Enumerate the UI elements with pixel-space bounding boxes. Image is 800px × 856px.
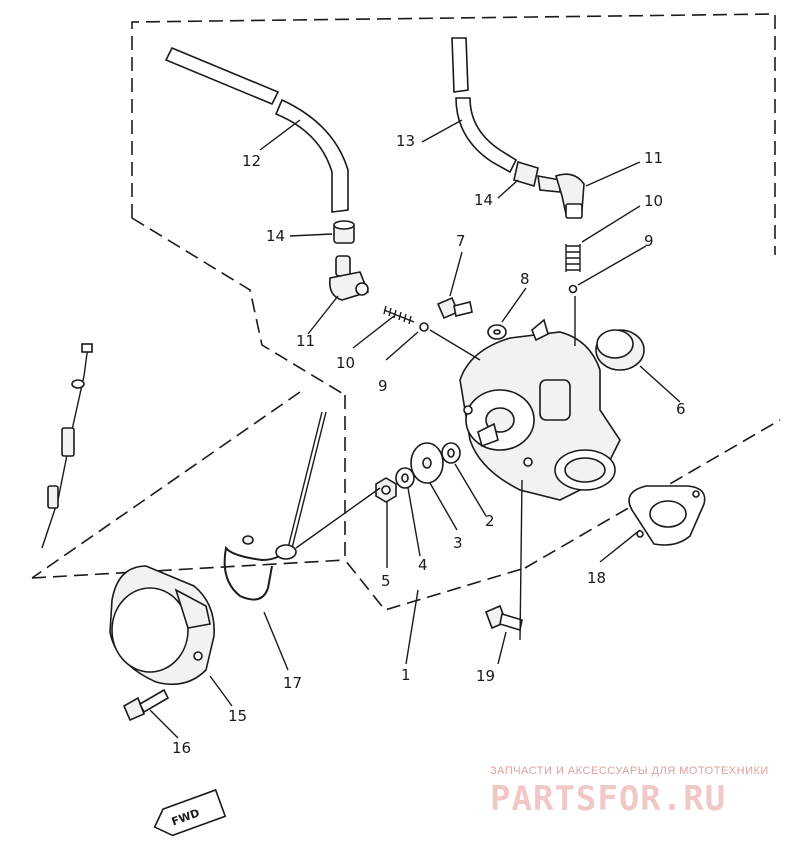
elbow-fitting-11-right [537,173,585,219]
callout-18: 18 [587,569,606,587]
cable-17 [223,411,327,601]
callout-13: 13 [396,132,415,150]
spring-10-left [383,305,415,325]
washer-8 [487,324,507,340]
callout-17: 17 [283,674,302,692]
callout-14-left: 14 [266,227,285,245]
bolt-19 [484,604,523,632]
plate-3 [410,442,444,484]
ball-9-right [568,284,578,294]
callout-12: 12 [242,152,261,170]
callout-6: 6 [676,400,686,418]
cover-15 [109,565,215,686]
callout-19: 19 [476,667,495,685]
bolt-7 [436,296,473,320]
callout-8: 8 [520,270,530,288]
sleeve-14-right [513,160,539,188]
washer-4 [395,467,415,489]
callout-7: 7 [456,232,466,250]
callout-4: 4 [418,556,428,574]
callout-10-left: 10 [336,354,355,372]
watermark: ЗАПЧАСТИ И АКСЕССУАРЫ ДЛЯ МОТОТЕХНИКИ PA… [490,765,769,819]
ball-9-left [419,322,429,332]
callout-15: 15 [228,707,247,725]
callout-9-left: 9 [378,377,388,395]
watermark-logo: PARTSFOR.RU [490,779,726,819]
hose-12 [164,46,349,213]
callout-11-right: 11 [644,149,663,167]
cap-6 [595,329,645,371]
gasket-18 [628,485,706,546]
hose-13 [451,37,518,174]
bolt-16 [122,688,170,722]
callout-14-right: 14 [474,191,493,209]
sleeve-14-left [333,220,355,244]
callout-labels: 1 2 3 4 5 6 7 8 9 9 10 10 11 11 12 13 14… [172,132,686,757]
leader-lines [149,119,681,739]
callout-1: 1 [401,666,411,684]
elbow-fitting-11-left [328,255,370,301]
callout-10-right: 10 [644,192,663,210]
callout-16: 16 [172,739,191,757]
fwd-arrow: FWD [153,788,227,837]
nut-5 [375,477,397,503]
callout-11-left: 11 [296,332,315,350]
pump-cable-left [41,343,93,549]
watermark-tagline: ЗАПЧАСТИ И АКСЕССУАРЫ ДЛЯ МОТОТЕХНИКИ [490,765,769,777]
spring-10-right [565,244,581,272]
washer-2 [441,442,461,464]
callout-3: 3 [453,534,463,552]
callout-2: 2 [485,512,495,530]
oil-pump-body-1 [459,318,621,501]
callout-5: 5 [381,572,391,590]
callout-9-right: 9 [644,232,654,250]
